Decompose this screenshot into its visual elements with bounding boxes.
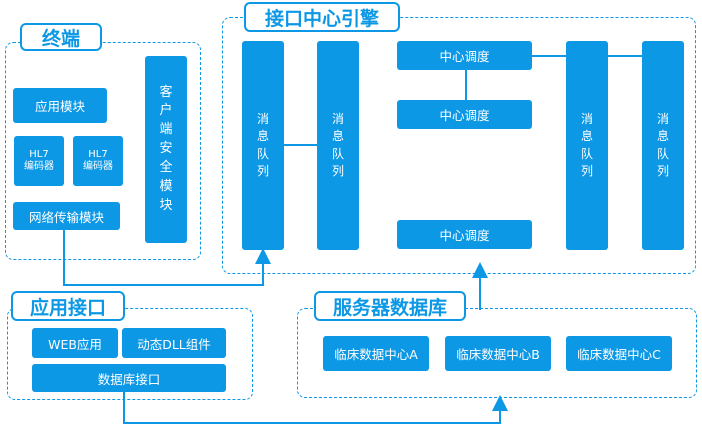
queue-char: 队 xyxy=(256,146,269,161)
engine-title-text: 接口中心引擎 xyxy=(264,7,379,30)
terminal-title-text: 终端 xyxy=(41,27,80,50)
client-security-char: 户 xyxy=(159,103,173,119)
queue-char: 消 xyxy=(656,111,669,126)
queue-char: 列 xyxy=(656,163,669,178)
queue-char: 息 xyxy=(331,129,344,144)
queue-char: 队 xyxy=(331,146,344,161)
queue-char: 消 xyxy=(580,111,593,126)
hl7-encoder-a-block: HL7 编码器 xyxy=(14,136,64,186)
hl7-encoder-a-line2: 编码器 xyxy=(24,161,54,172)
client-security-char: 模 xyxy=(159,178,173,194)
message-queue-3: 消 息 队 列 xyxy=(566,41,608,250)
queue-char: 列 xyxy=(331,163,344,178)
hl7-encoder-b-line2: 编码器 xyxy=(83,161,113,172)
network-module-label: 网络传输模块 xyxy=(28,209,104,225)
terminal-title: 终端 xyxy=(20,23,102,51)
client-security-block: 客 户 端 安 全 模 块 xyxy=(145,56,187,243)
app-interface-title-text: 应用接口 xyxy=(29,296,106,319)
hl7-encoder-b-block: HL7 编码器 xyxy=(73,136,123,186)
clinical-center-b-label: 临床数据中心B xyxy=(456,347,540,362)
central-scheduling-label: 中心调度 xyxy=(439,228,490,243)
clinical-center-a-label: 临床数据中心A xyxy=(334,347,418,362)
db-interface-block: 数据库接口 xyxy=(32,364,226,392)
message-queue-2: 消 息 队 列 xyxy=(317,41,359,250)
app-interface-frame xyxy=(7,308,253,400)
message-queue-4: 消 息 队 列 xyxy=(642,41,684,250)
client-security-char: 客 xyxy=(159,84,173,100)
clinical-center-c-label: 临床数据中心C xyxy=(577,347,661,362)
queue-char: 队 xyxy=(656,146,669,161)
client-security-char: 安 xyxy=(159,141,173,157)
queue-char: 息 xyxy=(580,129,593,144)
queue-char: 列 xyxy=(580,163,593,178)
clinical-center-b-block: 临床数据中心B xyxy=(445,336,551,371)
message-queue-1: 消 息 队 列 xyxy=(242,41,284,250)
queue-char: 消 xyxy=(331,111,344,126)
server-db-title-text: 服务器数据库 xyxy=(332,296,447,319)
central-scheduling-label: 中心调度 xyxy=(439,108,490,123)
central-scheduling-1: 中心调度 xyxy=(397,41,532,70)
queue-char: 队 xyxy=(580,146,593,161)
network-module-block: 网络传输模块 xyxy=(13,202,120,230)
app-module-block: 应用模块 xyxy=(13,88,107,123)
web-app-block: WEB应用 xyxy=(32,328,118,358)
central-scheduling-label: 中心调度 xyxy=(439,49,490,64)
engine-title: 接口中心引擎 xyxy=(244,2,400,32)
db-interface-label: 数据库接口 xyxy=(97,371,161,387)
queue-char: 息 xyxy=(656,129,669,144)
server-db-title: 服务器数据库 xyxy=(314,291,466,321)
hl7-encoder-b-line1: HL7 xyxy=(88,149,108,160)
client-security-char: 端 xyxy=(159,122,173,138)
app-interface-title: 应用接口 xyxy=(11,291,125,321)
hl7-encoder-a-line1: HL7 xyxy=(29,149,49,160)
client-security-char: 块 xyxy=(159,197,173,213)
central-scheduling-2: 中心调度 xyxy=(397,100,532,129)
clinical-center-a-block: 临床数据中心A xyxy=(323,336,429,371)
clinical-center-c-block: 临床数据中心C xyxy=(566,336,672,371)
web-app-label: WEB应用 xyxy=(48,336,102,352)
client-security-char: 全 xyxy=(159,159,173,175)
central-scheduling-3: 中心调度 xyxy=(397,220,532,249)
engine-frame xyxy=(222,17,696,274)
queue-char: 列 xyxy=(256,163,269,178)
queue-char: 消 xyxy=(256,111,269,126)
dll-component-block: 动态DLL组件 xyxy=(122,328,226,358)
queue-char: 息 xyxy=(256,129,269,144)
terminal-frame xyxy=(5,42,201,260)
app-module-label: 应用模块 xyxy=(34,99,85,114)
dll-component-label: 动态DLL组件 xyxy=(137,336,211,352)
